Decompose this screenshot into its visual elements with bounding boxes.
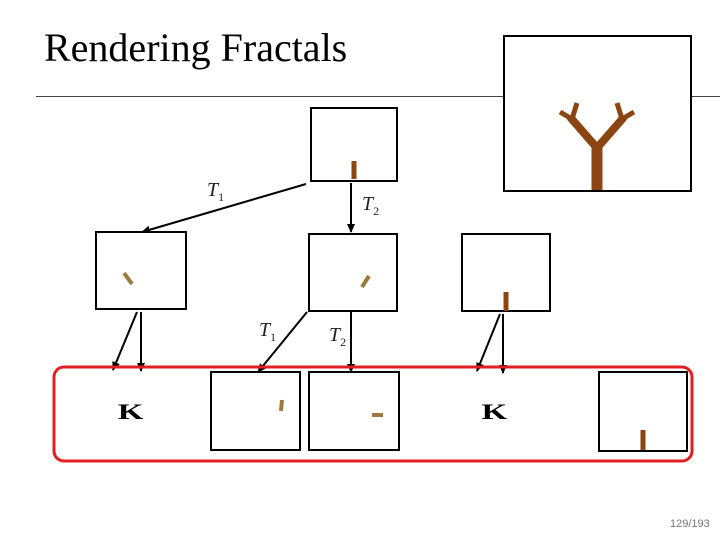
final-tree-icon xyxy=(558,102,636,190)
label-t1-top: T1 xyxy=(207,179,224,204)
bottom-segment-1 xyxy=(279,399,284,412)
label-t2-mid: T2 xyxy=(329,324,346,349)
mid-left-segment xyxy=(122,271,134,286)
bottom-frame-2 xyxy=(308,371,400,451)
glyph-k-left: K xyxy=(118,400,144,424)
glyph-k-right: K xyxy=(481,400,507,424)
arrow-left-a xyxy=(112,311,138,371)
title-divider xyxy=(36,96,720,97)
slide-title: Rendering Fractals xyxy=(44,25,348,70)
mid-frame-center xyxy=(308,233,398,312)
mid-center-segment xyxy=(360,274,371,289)
slide-number: 129/193 xyxy=(670,518,710,530)
highlight-region xyxy=(52,365,694,463)
arrow-center-t1 xyxy=(257,311,308,373)
label-t1-mid: T1 xyxy=(259,319,276,344)
bottom-frame-1 xyxy=(210,371,301,451)
mid-frame-left xyxy=(95,231,187,310)
label-t2-top: T2 xyxy=(362,193,379,218)
arrow-t1-top xyxy=(141,183,307,234)
arrow-right-a xyxy=(476,313,501,372)
